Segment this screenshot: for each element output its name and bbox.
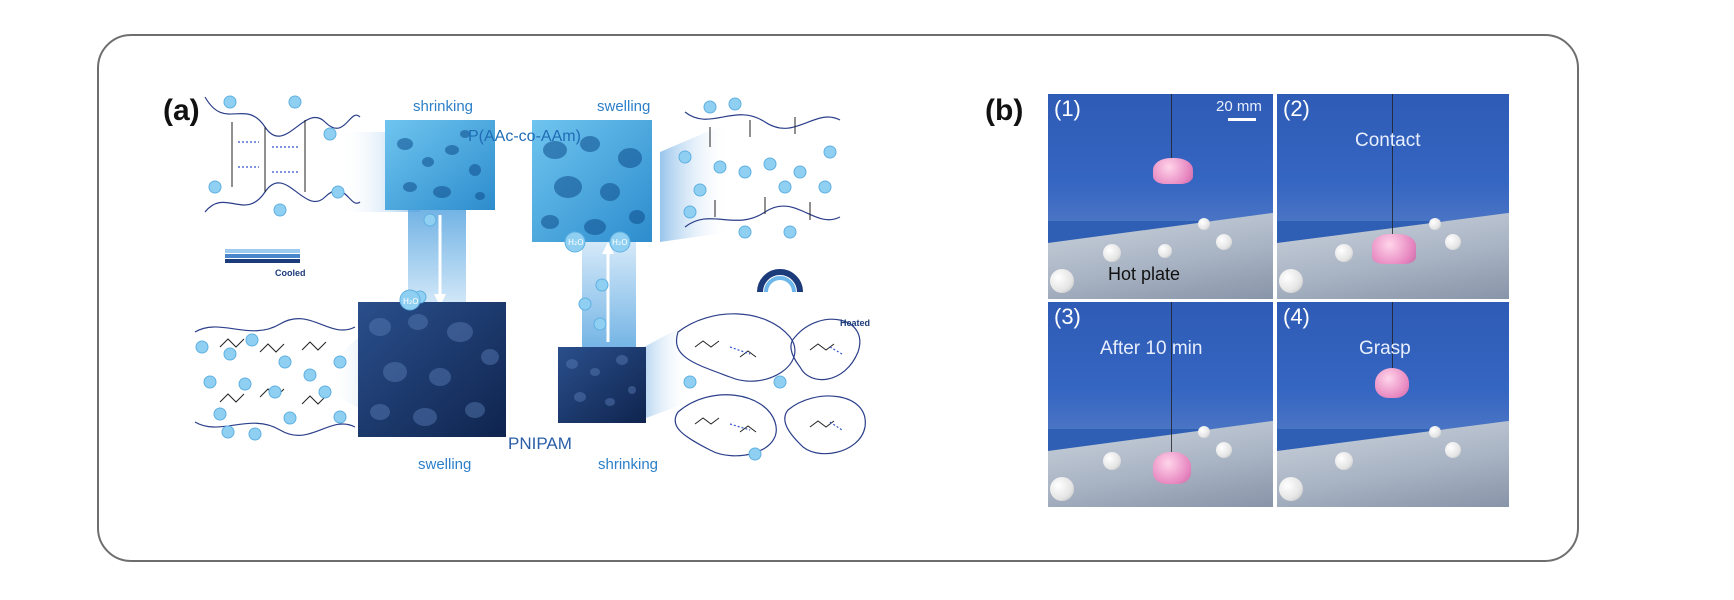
photo-1: (1) Hot plate 20 mm (1048, 94, 1273, 299)
photo-4-caption: Grasp (1359, 338, 1411, 359)
h2o-bubbles (399, 231, 631, 311)
gripper-flower (1153, 158, 1193, 184)
cooled-legend (225, 249, 300, 263)
gripper-grasp (1375, 368, 1409, 398)
label-swelling-bottom: swelling (418, 456, 472, 473)
panel-a-label: (a) (163, 94, 200, 127)
heated-legend (757, 269, 803, 293)
block-shrunk-light (385, 120, 495, 210)
photo-3-number: (3) (1054, 304, 1081, 329)
label-cooled: Cooled (275, 268, 306, 278)
figure-frame (97, 34, 1579, 562)
polymer-network-tr (684, 111, 841, 228)
panel-a-schematic (194, 95, 866, 461)
label-h2o-left: H₂O (403, 297, 419, 306)
label-swelling-top: swelling (597, 98, 651, 115)
photo-4-number: (4) (1283, 304, 1310, 329)
photo-3-caption: After 10 min (1100, 338, 1203, 359)
gripper-contact (1372, 234, 1416, 264)
label-shrinking-bottom: shrinking (598, 456, 659, 473)
magnify-cone-tr (660, 122, 730, 242)
gripper-heated (1153, 452, 1191, 484)
panel-b-label: (b) (985, 94, 1024, 127)
polymer-network-bl (194, 318, 356, 436)
photo-4: (4) Grasp (1277, 302, 1509, 507)
label-copolymer: P(AAc-co-AAm) (468, 128, 581, 145)
label-shrinking-top: shrinking (413, 98, 474, 115)
scale-bar (1228, 118, 1256, 121)
label-heated: Heated (840, 318, 871, 328)
photo-1-number: (1) (1054, 96, 1081, 121)
photo-2-caption: Contact (1355, 130, 1421, 151)
label-h2o-right: H₂O (612, 238, 628, 247)
photo-3: (3) After 10 min (1048, 302, 1273, 507)
label-pnipam: PNIPAM (508, 434, 572, 453)
scale-bar-label: 20 mm (1216, 98, 1262, 115)
polymer-network-br (674, 313, 866, 457)
water-molecules (195, 95, 837, 461)
magnify-cone-br (635, 322, 690, 422)
block-swollen-dark (358, 302, 506, 437)
block-shrunk-dark (558, 347, 646, 423)
photo-2: (2) Contact (1277, 94, 1509, 299)
photo-2-number: (2) (1283, 96, 1310, 121)
block-swollen-light (532, 120, 652, 242)
label-h2o-mid: H₂O (568, 238, 584, 247)
photo-1-caption: Hot plate (1108, 264, 1181, 284)
